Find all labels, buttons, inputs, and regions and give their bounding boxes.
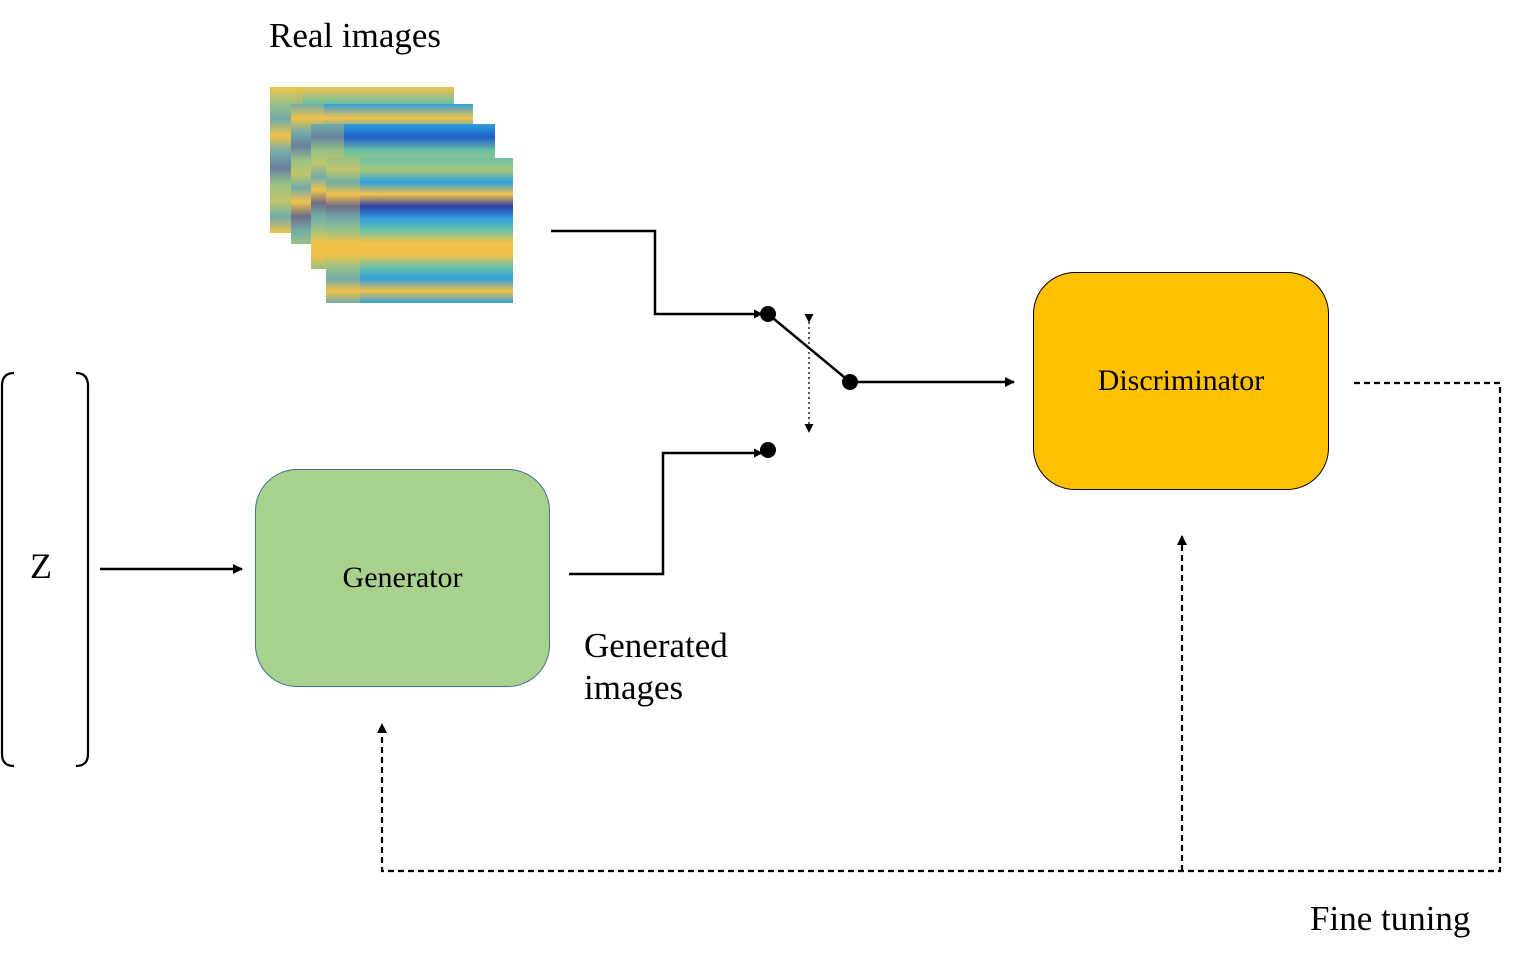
discriminator-label: Discriminator: [1097, 363, 1265, 397]
real-images-label: Real images: [269, 16, 442, 55]
z-bracket-right: [75, 371, 90, 768]
discriminator-node: Discriminator: [1033, 272, 1329, 490]
z-bracket-left: [0, 371, 15, 768]
switch-contact-bottom: [760, 442, 776, 458]
real-image-tile-4: [326, 158, 513, 303]
real-images-to-switch-arrow: [551, 229, 763, 319]
generator-to-switch-arrow: [569, 448, 763, 576]
fine-tuning-label: Fine tuning: [1310, 899, 1471, 938]
z-label: Z: [30, 546, 52, 586]
real-image-tile-edge-4: [326, 158, 360, 303]
generated-images-label-line2: images: [584, 668, 684, 708]
generator-label: Generator: [342, 560, 463, 594]
generated-images-label-line1: Generated: [584, 626, 728, 665]
generator-node: Generator: [255, 469, 550, 687]
real-images-stack: [270, 87, 513, 303]
generated-images-label: Generated images: [584, 626, 728, 709]
discriminator-feedback-line: [377, 381, 1502, 873]
